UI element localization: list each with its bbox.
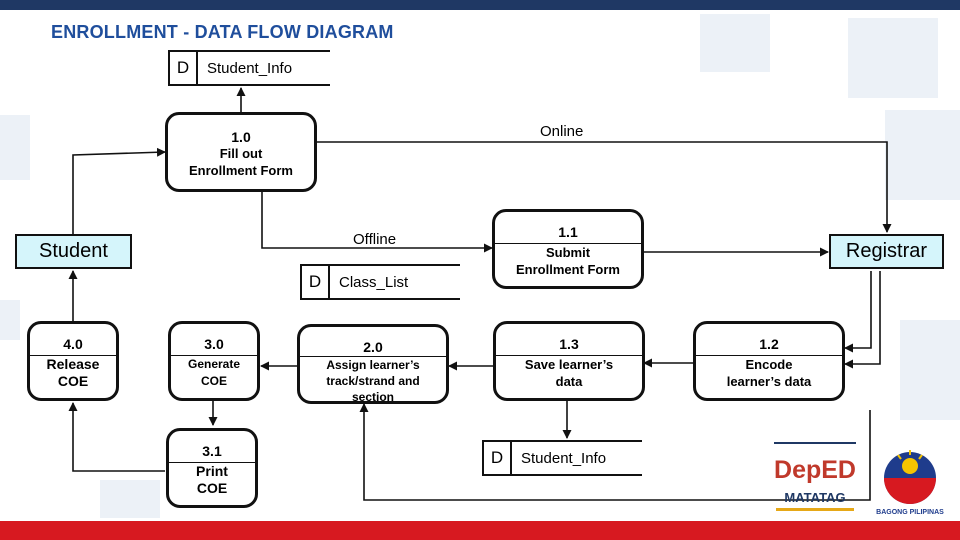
process-divider [171,355,257,356]
process-number: 1.3 [559,336,579,352]
process-divider [495,243,641,244]
process-number: 1.2 [759,336,779,352]
deped-logo: DepED MATATAG [774,442,856,518]
flow-registrar-to-1-2-a [844,271,872,353]
process-label: Fill out [219,146,263,161]
flow-online [316,141,892,233]
process-label: Enrollment Form [515,262,620,277]
top-bar [0,0,960,10]
process-divider [496,355,642,356]
store-id: D [302,266,330,298]
store-class-list: D Class_List [300,264,460,300]
process-1-3: 1.3 Save learner’s data [493,321,645,401]
flow-label-online: Online [540,123,584,140]
store-student-info-bottom: D Student_Info [482,440,642,476]
process-number: 1.0 [231,129,251,145]
process-label: Print [196,463,228,479]
entity-student: Student [15,234,132,269]
decor-tile [0,300,20,340]
store-name: Class_List [339,273,409,291]
process-divider [696,355,842,356]
store-id: D [484,442,512,474]
deped-wordmark: DepED [774,456,856,484]
decor-tile [0,115,30,180]
flow-registrar-to-2-0 [359,403,871,501]
process-3-1: 3.1 Print COE [166,428,258,508]
decor-tile [700,14,770,72]
process-1-1: 1.1 Submit Enrollment Form [492,209,644,289]
process-label: Save learner’s [524,357,614,372]
process-label: Submit [545,245,591,260]
process-label: data [555,374,583,389]
bottom-bar [0,521,960,540]
process-label: Enrollment Form [188,163,293,178]
process-4-0: 4.0 Release COE [27,321,119,401]
entity-registrar: Registrar [829,234,944,269]
store-student-info-top: D Student_Info [168,50,330,86]
process-number: 4.0 [63,336,83,352]
process-label: Generate [187,357,241,371]
flow-3-1-to-4-0 [68,402,165,472]
bagong-pilipinas-wordmark: BAGONG PILIPINAS [876,509,944,516]
process-label: track/strand and [326,374,420,388]
store-name: Student_Info [207,59,293,77]
flow-student-to-1-0 [72,147,166,234]
decor-tile [848,18,938,98]
decor-tile [885,110,960,200]
process-1-0: 1.0 Fill out Enrollment Form [165,112,317,192]
process-label: COE [200,374,227,388]
decor-tile [900,320,960,420]
process-label: COE [57,373,89,389]
process-label: section [351,390,394,404]
flow-label-offline: Offline [353,231,397,248]
flow-registrar-to-1-2-b [844,271,881,369]
flow-offline [261,191,493,253]
process-label: Assign learner’s [326,358,420,372]
process-number: 2.0 [363,339,383,355]
process-divider [30,355,116,356]
process-number: 3.0 [204,336,224,352]
store-name: Student_Info [521,449,607,467]
process-label: COE [196,480,228,496]
process-label: Release [46,356,100,372]
page-title: ENROLLMENT - DATA FLOW DIAGRAM [51,22,394,42]
process-label: learner’s data [726,374,812,389]
process-3-0: 3.0 Generate COE [168,321,260,401]
process-label: Encode [745,357,793,372]
process-number: 3.1 [202,443,222,459]
process-divider [300,356,446,357]
process-2-0: 2.0 Assign learner’s track/strand and se… [297,324,449,404]
bagong-pilipinas-logo: BAGONG PILIPINAS [874,442,946,518]
matatag-wordmark: MATATAG [784,490,845,505]
store-id: D [170,52,198,84]
process-1-2: 1.2 Encode learner’s data [693,321,845,401]
process-divider [169,462,255,463]
decor-tile [100,480,160,518]
process-number: 1.1 [558,224,578,240]
